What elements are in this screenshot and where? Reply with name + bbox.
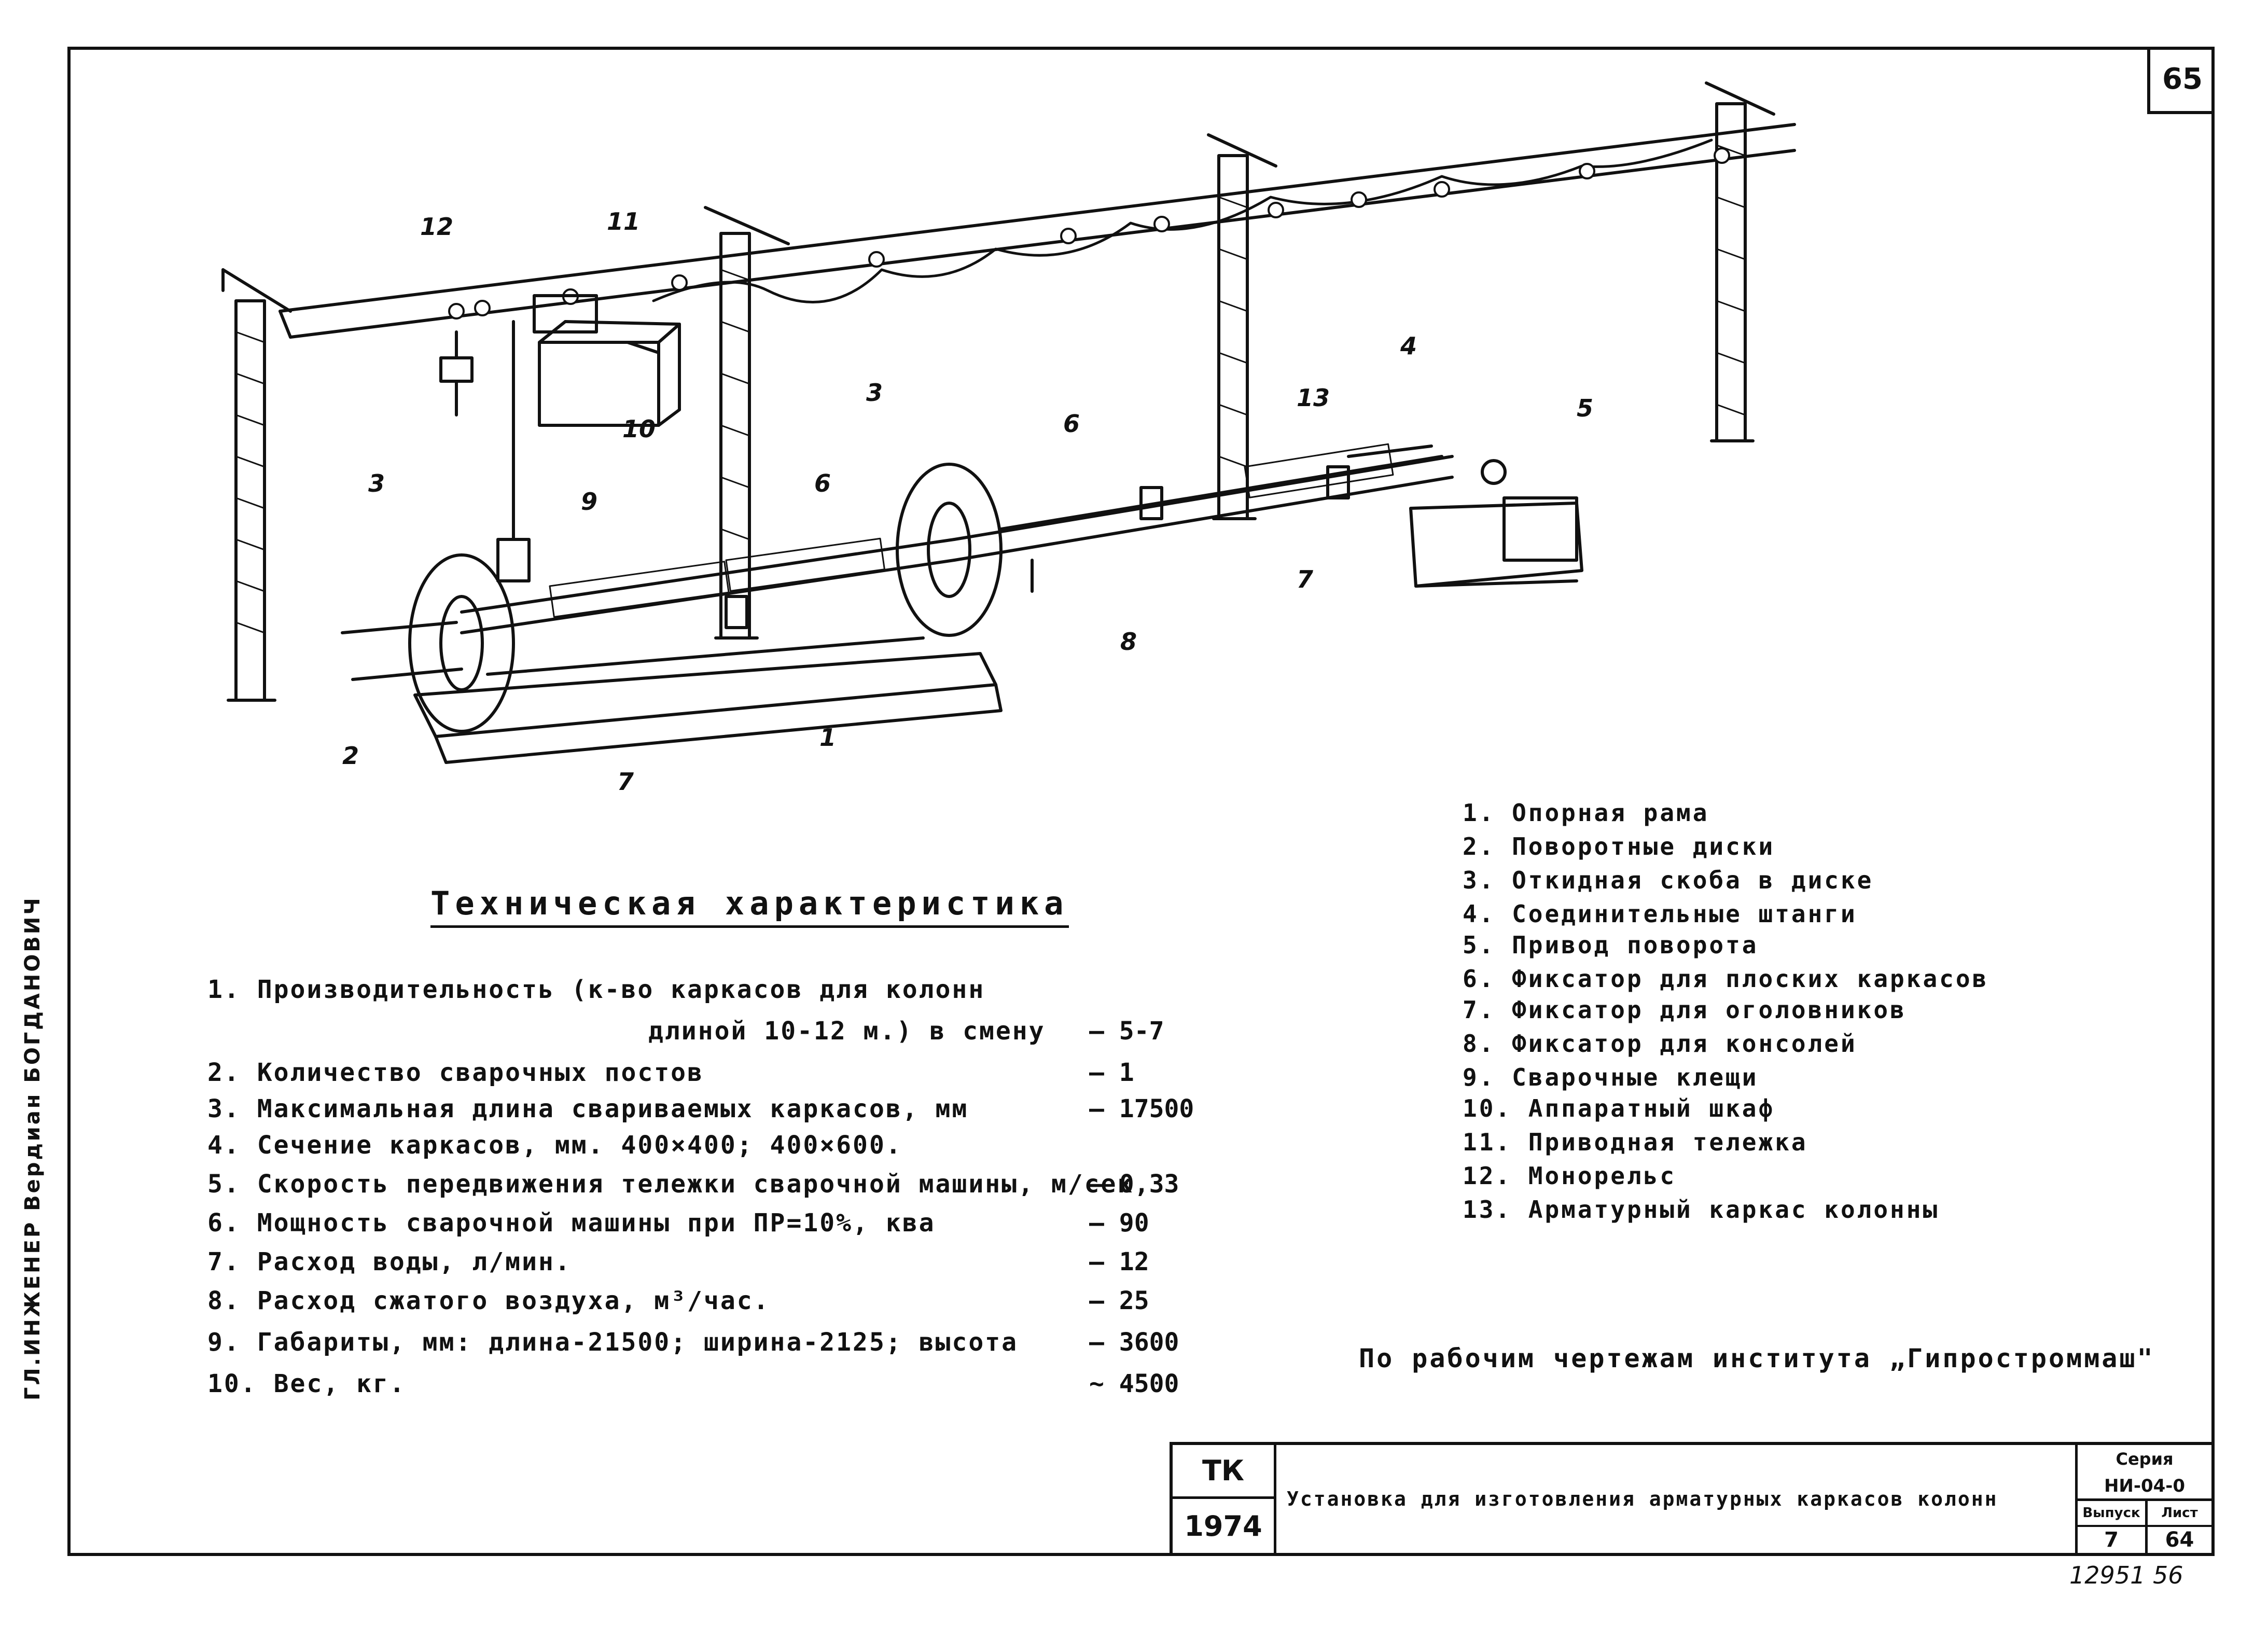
title-block: ТК 1974 Установка для изготовления армат… <box>1170 1442 2215 1556</box>
rotation-drive <box>1409 459 1583 588</box>
spec-row-7: 7. Расход воды, л/мин. <box>207 1247 572 1276</box>
callout-9: 9 <box>581 488 598 516</box>
support-frame <box>413 636 1003 764</box>
spec-row-1: 1. Производительность (к-во каркасов для… <box>207 975 985 1004</box>
legend-item-7: 7. Фиксатор для оголовников <box>1463 996 1907 1024</box>
spec-value-1: – 5-7 <box>1089 1017 1164 1046</box>
cable-festoon <box>652 138 1713 303</box>
support-column-1 <box>221 268 292 702</box>
sheet-value: 64 <box>2165 1528 2194 1552</box>
drawing-frame <box>67 47 2215 1556</box>
spec-row-6: 6. Мощность сварочной машины при ПР=10%,… <box>207 1209 936 1238</box>
legend-item-1: 1. Опорная рама <box>1463 799 1709 827</box>
spec-row-4: 4. Сечение каркасов, мм. 400×400; 400×60… <box>207 1131 902 1160</box>
spec-value-10: ~ 4500 <box>1089 1369 1179 1398</box>
rotary-disc-right <box>896 463 1003 637</box>
sheet-label: Лист <box>2148 1501 2211 1527</box>
callout-5: 5 <box>1577 394 1594 422</box>
title-block-tk: ТК <box>1173 1445 1276 1499</box>
spec-row-5: 5. Скорость передвижения тележки сварочн… <box>207 1170 1134 1199</box>
title-block-title: Установка для изготовления арматурных ка… <box>1287 1488 1998 1510</box>
apparatus-cabinet <box>538 320 681 427</box>
legend-item-10: 10. Аппаратный шкаф <box>1463 1094 1775 1122</box>
spec-title: Техническая характеристика <box>430 884 1069 928</box>
callout-6a: 6 <box>814 469 831 497</box>
spec-row-10: 10. Вес, кг. <box>207 1369 406 1398</box>
legend-item-12: 12. Монорельс <box>1463 1162 1677 1190</box>
drive-trolley <box>533 294 598 334</box>
support-column-4 <box>1705 81 1775 442</box>
spec-value-3: – 17500 <box>1089 1094 1194 1123</box>
callout-10: 10 <box>622 415 656 443</box>
spec-value-7: – 12 <box>1089 1247 1149 1276</box>
spec-value-8: – 25 <box>1089 1286 1149 1315</box>
legend-item-13: 13. Арматурный каркас колонны <box>1463 1196 1940 1224</box>
legend-item-3: 3. Откидная скоба в диске <box>1463 866 1874 894</box>
issue-value: 7 <box>2075 1527 2148 1553</box>
callout-6b: 6 <box>1063 410 1080 438</box>
rotary-disc-left <box>408 553 515 733</box>
connecting-rods <box>460 445 1454 634</box>
spec-row-3: 3. Максимальная длина свариваемых каркас… <box>207 1094 969 1123</box>
callout-3a: 3 <box>368 469 385 497</box>
support-column-3 <box>1207 133 1277 520</box>
welding-tongs <box>496 538 531 582</box>
monorail <box>279 123 1796 339</box>
spec-value-2: – 1 <box>1089 1058 1134 1087</box>
callout-12: 12 <box>420 213 454 241</box>
counterweight <box>439 356 474 383</box>
callout-2: 2 <box>342 742 359 770</box>
spec-row-8: 8. Расход сжатого воздуха, м³/час. <box>207 1286 770 1315</box>
inventory-number: 12951 56 <box>2069 1561 2183 1589</box>
callout-7a: 7 <box>617 768 634 796</box>
legend-item-5: 5. Привод поворота <box>1463 931 1759 959</box>
title-block-year: 1974 <box>1173 1499 1276 1553</box>
legend-item-8: 8. Фиксатор для консолей <box>1463 1030 1857 1058</box>
spec-row-9: 9. Габариты, мм: длина-21500; ширина-212… <box>207 1328 1019 1357</box>
fixator-plane-frames <box>1139 486 1163 520</box>
issue-label: Выпуск <box>2075 1501 2148 1527</box>
spec-value-6: – 90 <box>1089 1209 1149 1238</box>
spec-row-1-cont: длиной 10-12 м.) в смену <box>648 1017 1046 1046</box>
legend-item-4: 4. Соединительные штанги <box>1463 900 1857 928</box>
legend-item-2: 2. Поворотные диски <box>1463 832 1775 860</box>
reinforcement-cage <box>549 443 1394 618</box>
reference-note: По рабочим чертежам института „Гипростро… <box>1359 1343 2155 1373</box>
series-value: НИ-04-0 <box>2075 1473 2211 1501</box>
page-number: 65 <box>2147 47 2215 114</box>
callout-7b: 7 <box>1297 565 1314 593</box>
legend-item-11: 11. Приводная тележка <box>1463 1128 1808 1156</box>
callout-3b: 3 <box>866 379 883 407</box>
spec-value-5: – 0,33 <box>1089 1170 1179 1199</box>
callout-1: 1 <box>819 724 837 752</box>
callout-13: 13 <box>1297 384 1330 412</box>
spec-value-9: – 3600 <box>1089 1328 1179 1357</box>
legend-item-9: 9. Сварочные клещи <box>1463 1063 1759 1091</box>
callout-8: 8 <box>1120 628 1137 656</box>
fixator-heads <box>1326 465 1350 499</box>
spec-row-2: 2. Количество сварочных постов <box>207 1058 704 1087</box>
callout-11: 11 <box>607 207 641 235</box>
legend-item-6: 6. Фиксатор для плоских каркасов <box>1463 965 1989 993</box>
callout-4: 4 <box>1400 332 1417 360</box>
series-label: Серия <box>2075 1445 2211 1473</box>
